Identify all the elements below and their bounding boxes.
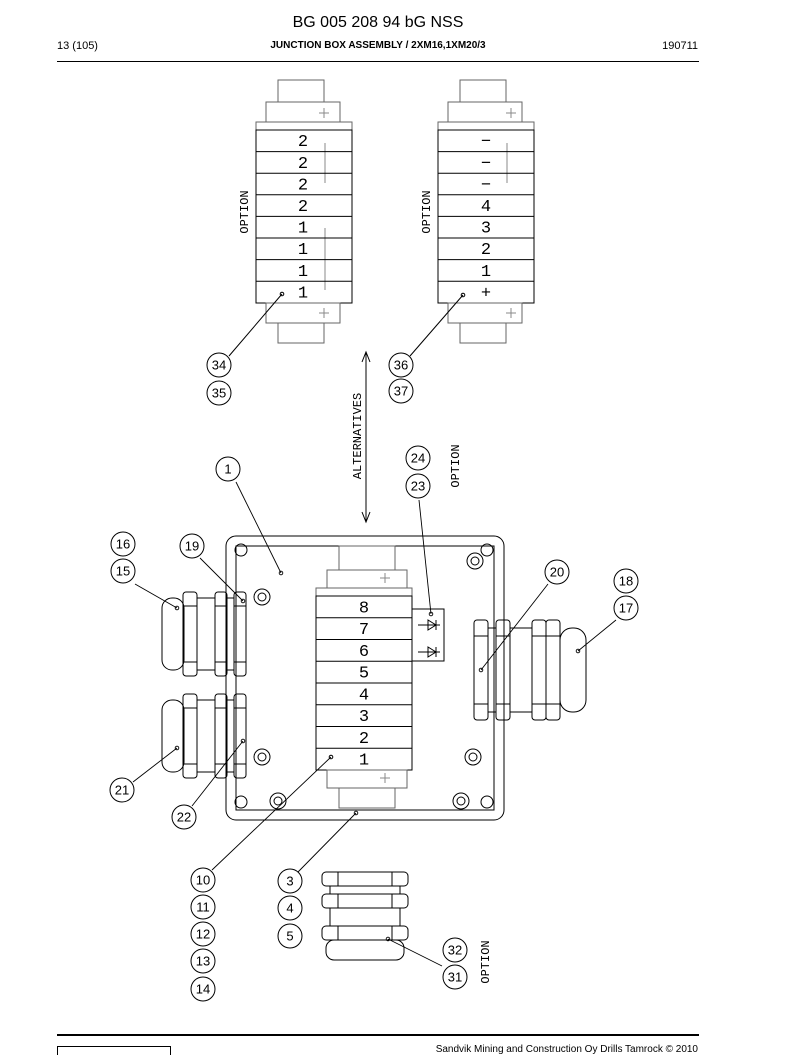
right-terminal-2: − — [481, 155, 491, 174]
callout-number: 36 — [394, 358, 408, 373]
callout-14: 14 — [190, 976, 216, 1002]
callout-number: 10 — [196, 873, 210, 888]
document-date: 190711 — [662, 40, 698, 52]
callout-18: 18 — [613, 568, 639, 594]
alternatives-label: ALTERNATIVES — [351, 393, 365, 479]
right-terminal-5: 3 — [481, 220, 491, 239]
callout-3: 3 — [277, 868, 303, 894]
page-number: 13 (105) — [57, 40, 98, 52]
callout-15: 15 — [110, 558, 136, 584]
right-terminal-block: − − − 4 3 2 1 + — [409, 79, 535, 357]
left-terminal-7: 1 — [298, 263, 308, 282]
callout-17: 17 — [613, 595, 639, 621]
callout-32: 32 — [442, 937, 468, 963]
option-label-right: OPTION — [420, 190, 434, 233]
document-subtitle: JUNCTION BOX ASSEMBLY / 2XM16,1XM20/3 — [270, 40, 486, 51]
left-terminal-block: 2 2 2 2 1 1 1 1 — [228, 79, 353, 357]
callout-number: 14 — [196, 982, 210, 997]
callout-23: 23 — [405, 473, 431, 499]
callout-22: 22 — [171, 804, 197, 830]
main-terminal-4: 5 — [359, 665, 369, 684]
callout-34: 34 — [206, 352, 232, 378]
left-terminal-6: 1 — [298, 241, 308, 260]
cable-gland-right — [473, 619, 587, 721]
callout-number: 12 — [196, 927, 210, 942]
right-terminal-4: 4 — [481, 198, 491, 217]
option-label-diode: OPTION — [449, 444, 463, 487]
right-terminal-3: − — [481, 176, 491, 195]
callout-10: 10 — [190, 867, 216, 893]
callout-12: 12 — [190, 921, 216, 947]
callout-number: 21 — [115, 783, 129, 798]
callout-35: 35 — [206, 380, 232, 406]
callout-36: 36 — [388, 352, 414, 378]
callout-number: 18 — [619, 574, 633, 589]
main-terminal-2: 7 — [359, 621, 369, 640]
callout-number: 32 — [448, 943, 462, 958]
main-terminal-3: 6 — [359, 643, 369, 662]
main-terminal-6: 3 — [359, 708, 369, 727]
cable-gland-upper-left — [161, 591, 247, 677]
callout-number: 37 — [394, 384, 408, 399]
callout-number: 22 — [177, 810, 191, 825]
callout-number: 11 — [196, 900, 210, 915]
callout-1: 1 — [215, 456, 241, 482]
callout-number: 17 — [619, 601, 633, 616]
header-rule — [57, 61, 699, 62]
company-logo — [57, 1046, 171, 1055]
left-terminal-3: 2 — [298, 176, 308, 195]
main-terminal-1: 8 — [359, 599, 369, 618]
callout-5: 5 — [277, 923, 303, 949]
callout-number: 19 — [185, 539, 199, 554]
callout-number: 13 — [196, 954, 210, 969]
callout-number: 4 — [286, 901, 293, 916]
main-terminal-7: 2 — [359, 730, 369, 749]
callout-number: 20 — [550, 565, 564, 580]
cable-gland-lower-left — [161, 693, 247, 779]
callout-37: 37 — [388, 378, 414, 404]
callout-31: 31 — [442, 964, 468, 990]
main-terminal-8: 1 — [359, 752, 369, 771]
main-terminal-block: 8 7 6 5 4 3 2 1 — [315, 545, 413, 809]
callout-number: 15 — [116, 564, 130, 579]
left-terminal-5: 1 — [298, 220, 308, 239]
callout-number: 16 — [116, 537, 130, 552]
option-label-left: OPTION — [238, 190, 252, 233]
left-terminal-4: 2 — [298, 198, 308, 217]
main-terminal-5: 4 — [359, 686, 369, 705]
left-terminal-1: 2 — [298, 133, 308, 152]
callout-number: 3 — [286, 874, 293, 889]
callout-20: 20 — [544, 559, 570, 585]
callout-number: 1 — [224, 462, 231, 477]
document-title: BG 005 208 94 bG NSS — [292, 14, 464, 31]
callout-number: 31 — [448, 970, 462, 985]
right-terminal-8: + — [481, 284, 491, 303]
diode-assembly — [411, 608, 445, 662]
callout-number: 5 — [286, 929, 293, 944]
callout-number: 23 — [411, 479, 425, 494]
left-terminal-8: 1 — [298, 284, 308, 303]
footer-copyright: Sandvik Mining and Construction Oy Drill… — [435, 1044, 698, 1055]
option-label-gland: OPTION — [479, 940, 493, 983]
cable-gland-option — [321, 871, 409, 961]
callout-4: 4 — [277, 895, 303, 921]
callout-number: 34 — [212, 358, 226, 373]
callout-number: 24 — [411, 451, 425, 466]
leader-lines — [132, 481, 617, 967]
footer-rule — [57, 1034, 699, 1036]
right-terminal-1: − — [481, 133, 491, 152]
callout-24: 24 — [405, 445, 431, 471]
callout-16: 16 — [110, 531, 136, 557]
callout-19: 19 — [179, 533, 205, 559]
right-terminal-6: 2 — [481, 241, 491, 260]
callout-13: 13 — [190, 948, 216, 974]
callout-21: 21 — [109, 777, 135, 803]
callout-11: 11 — [190, 894, 216, 920]
alternatives-arrow — [361, 350, 371, 524]
left-terminal-2: 2 — [298, 155, 308, 174]
callout-number: 35 — [212, 386, 226, 401]
right-terminal-7: 1 — [481, 263, 491, 282]
